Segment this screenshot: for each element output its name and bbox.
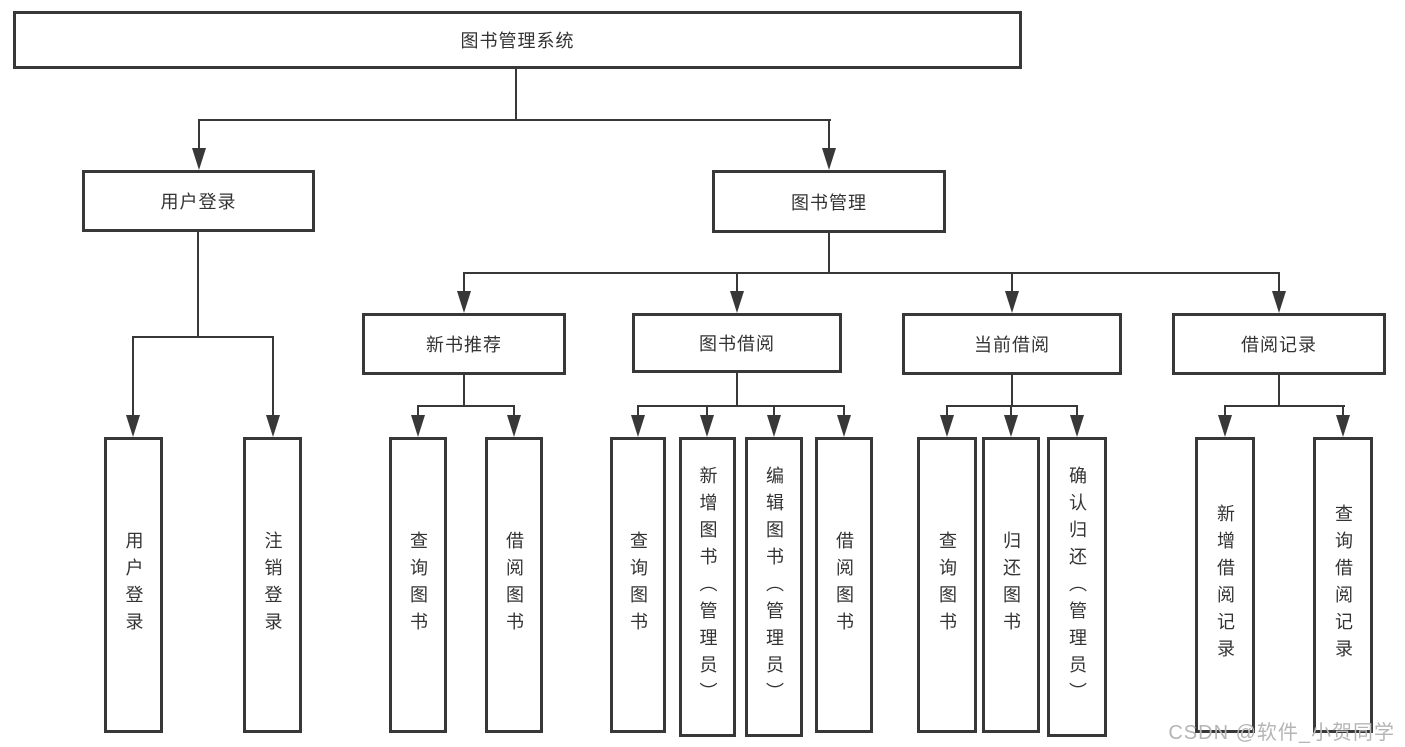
node-label: 图书借阅: [699, 334, 775, 354]
leaf-label: 注销登录: [262, 531, 283, 639]
leaf-label: 借阅图书: [504, 531, 524, 639]
connector-drop-leaf: [513, 405, 515, 416]
leaf-borrow-books: 借阅图书: [485, 437, 543, 733]
connector-book-borrow-trunk: [736, 373, 738, 406]
arrowhead: [730, 291, 744, 313]
connector-drop-leaf: [773, 405, 775, 416]
leaf-return-books: 归还图书: [982, 437, 1040, 733]
node-user-login: 用户登录: [82, 170, 315, 232]
connector-current-borrow-hbar: [946, 405, 1078, 407]
leaf-edit-book-admin: 编辑图书（管理员）: [745, 437, 803, 737]
arrowhead: [837, 415, 851, 437]
leaf-borrow-books: 借阅图书: [815, 437, 873, 733]
leaf-label: 新增借阅记录: [1215, 504, 1235, 666]
connector-book-mgmt-trunk: [828, 233, 830, 273]
node-new-book-recommend: 新书推荐: [362, 313, 566, 375]
leaf-add-book-admin: 新增图书（管理员）: [679, 437, 736, 737]
arrowhead: [1005, 291, 1019, 313]
arrowhead: [126, 415, 140, 437]
connector-drop-leaf: [1076, 405, 1078, 416]
connector-current-borrow-trunk: [1011, 375, 1013, 406]
connector-new-books-hbar: [417, 405, 515, 407]
leaf-label: 归还图书: [1001, 531, 1021, 639]
arrowhead: [1218, 415, 1232, 437]
connector-user-login-trunk: [197, 232, 199, 337]
node-library-management-system: 图书管理系统: [13, 11, 1022, 69]
leaf-label: 查询图书: [628, 531, 648, 639]
connector-user-login-hbar: [132, 336, 274, 338]
connector-root-trunk: [515, 69, 517, 120]
leaf-query-borrow-record: 查询借阅记录: [1313, 437, 1373, 733]
leaf-label: 查询图书: [937, 531, 957, 639]
connector-drop-leaf: [946, 405, 948, 416]
connector-drop-leaf: [706, 405, 708, 416]
arrowhead: [631, 415, 645, 437]
arrowhead: [1004, 415, 1018, 437]
connector-book-borrow-hbar: [637, 405, 845, 407]
arrowhead: [411, 415, 425, 437]
connector-drop-leaf: [1010, 405, 1012, 416]
node-label: 新书推荐: [426, 335, 502, 355]
arrowhead: [767, 415, 781, 437]
connector-drop-user-login: [198, 119, 200, 149]
node-label: 图书管理系统: [460, 31, 575, 51]
node-borrow-records: 借阅记录: [1172, 313, 1386, 375]
arrowhead: [1272, 291, 1286, 313]
leaf-add-borrow-record: 新增借阅记录: [1195, 437, 1255, 733]
connector-drop-leaf: [417, 405, 419, 416]
leaf-user-login: 用户登录: [104, 437, 163, 733]
connector-drop-leaf: [843, 405, 845, 416]
arrowhead: [507, 415, 521, 437]
connector-drop-current-borrow: [1011, 272, 1013, 292]
connector-drop-leaf: [1224, 405, 1226, 416]
arrowhead: [457, 291, 471, 313]
connector-drop-login-leaf: [132, 336, 134, 416]
connector-drop-logout-leaf: [272, 336, 274, 416]
csdn-watermark: CSDN @软件_小贺同学: [1168, 722, 1395, 744]
node-label: 用户登录: [160, 192, 237, 212]
arrowhead: [192, 148, 206, 170]
leaf-label: 用户登录: [123, 531, 144, 639]
connector-borrow-records-hbar: [1224, 405, 1345, 407]
leaf-label: 借阅图书: [834, 531, 854, 639]
leaf-label: 确认归还（管理员）: [1067, 465, 1087, 709]
leaf-user-logout: 注销登录: [243, 437, 302, 733]
connector-drop-book-mgmt: [828, 119, 830, 149]
node-label: 图书管理: [791, 192, 867, 213]
leaf-query-books: 查询图书: [610, 437, 666, 733]
connector-drop-borrow-records: [1278, 272, 1280, 292]
arrowhead: [1336, 415, 1350, 437]
node-current-borrow: 当前借阅: [902, 313, 1122, 375]
node-book-borrow: 图书借阅: [632, 313, 842, 373]
leaf-label: 编辑图书（管理员）: [764, 465, 784, 709]
leaf-label: 新增图书（管理员）: [697, 465, 718, 709]
connector-borrow-records-trunk: [1278, 375, 1280, 406]
connector-drop-leaf: [637, 405, 639, 416]
connector-level3-hbar: [463, 272, 1280, 274]
leaf-label: 查询图书: [408, 531, 428, 639]
arrowhead: [700, 415, 714, 437]
leaf-query-books: 查询图书: [917, 437, 977, 733]
connector-new-books-trunk: [463, 375, 465, 406]
leaf-confirm-return-admin: 确认归还（管理员）: [1047, 437, 1107, 737]
node-label: 借阅记录: [1241, 335, 1317, 355]
connector-drop-book-borrow: [736, 272, 738, 292]
arrowhead: [822, 148, 836, 170]
node-label: 当前借阅: [974, 335, 1050, 355]
connector-drop-new-books: [463, 272, 465, 292]
arrowhead: [1070, 415, 1084, 437]
connector-drop-leaf: [1342, 405, 1344, 416]
arrowhead: [940, 415, 954, 437]
node-book-management: 图书管理: [712, 170, 946, 233]
connector-level2-hbar: [198, 119, 831, 121]
arrowhead: [266, 415, 280, 437]
leaf-query-books: 查询图书: [389, 437, 447, 733]
leaf-label: 查询借阅记录: [1333, 504, 1353, 666]
